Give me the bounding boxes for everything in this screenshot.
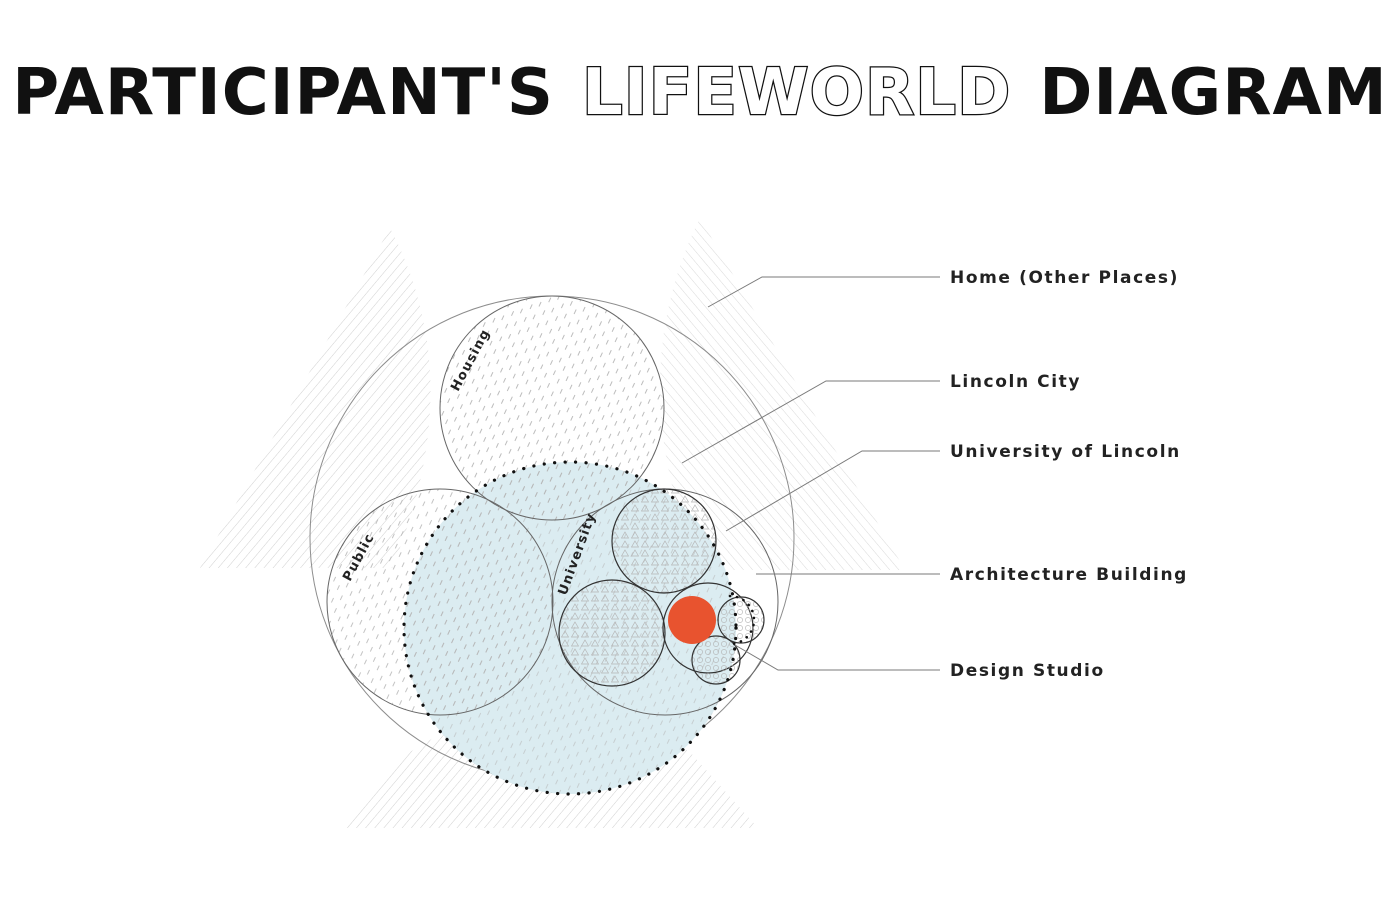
home-petal-left	[200, 228, 431, 568]
legend-university-of-lincoln: University of Lincoln	[950, 442, 1181, 462]
leader-lincoln-city	[681, 380, 940, 464]
leader-home	[707, 276, 940, 308]
legend-lincoln-city: Lincoln City	[950, 372, 1081, 392]
legend-architecture-building: Architecture Building	[950, 565, 1188, 585]
architecture-sub-circle	[717, 596, 765, 644]
title-part-1: PARTICIPANT'S	[12, 56, 554, 130]
university-sub-circle-left	[558, 579, 666, 687]
leader-design-studio	[734, 644, 940, 671]
university-sub-circle-top	[611, 488, 717, 594]
title-part-3: DIAGRAM	[1039, 56, 1388, 130]
legend-home-other-places: Home (Other Places)	[950, 268, 1179, 288]
highlight-dotted-border	[402, 460, 738, 796]
leader-lines	[681, 276, 940, 671]
legend-design-studio: Design Studio	[950, 661, 1105, 681]
diagram-title: PARTICIPANT'S LIFEWORLD DIAGRAM	[0, 55, 1400, 132]
design-studio-circle	[668, 596, 716, 644]
public-circle	[326, 488, 554, 716]
design-studio-surround-circle	[691, 635, 741, 685]
leader-university	[725, 450, 940, 532]
title-part-2: LIFEWORLD	[581, 55, 1012, 132]
home-petal-right	[660, 218, 905, 570]
housing-circle	[439, 295, 665, 521]
architecture-dotted-arc	[728, 594, 756, 646]
